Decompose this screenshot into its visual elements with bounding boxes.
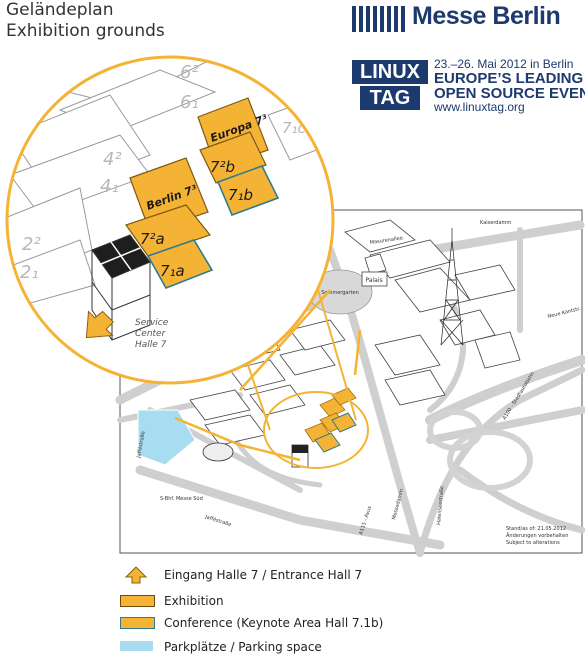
hall-label-2-2: 2² — [22, 234, 41, 255]
legend-parking-label: Parkplätze / Parking space — [164, 640, 322, 654]
hall-label-7-1a: 7₁a — [160, 262, 185, 280]
title-english: Exhibition grounds — [6, 21, 165, 41]
hall-label-2-1: 2₁ — [20, 262, 39, 283]
map-conference-halls — [314, 412, 357, 453]
event-date: 23.–26. Mai 2012 in Berlin — [434, 57, 574, 71]
exhibition-grounds-map: Sommergarten Palais — [5, 55, 585, 557]
zoom-circle-ring — [5, 55, 335, 385]
map-focus-circle — [263, 391, 369, 469]
funkturm-icon — [440, 228, 464, 346]
messe-bars-icon — [352, 6, 408, 32]
stand-note: Stand/as of: 21.05.2012 Änderungen vorbe… — [506, 526, 568, 546]
zoom-connector-lines — [247, 289, 357, 431]
round-building — [202, 442, 234, 462]
linuxtag-logo: LINUX TAG — [352, 60, 428, 110]
legend-entrance-label: Eingang Halle 7 / Entrance Hall 7 — [164, 568, 363, 582]
hall-label-4-1: 4₁ — [100, 176, 119, 197]
parking-swatch — [120, 641, 153, 651]
hall-label-7-2b: 7²b — [210, 158, 235, 176]
messe-berlin-text: Messe Berlin — [412, 2, 561, 30]
palais-label: Palais — [365, 277, 382, 284]
event-tagline-2: OPEN SOURCE EVENT — [434, 85, 585, 102]
hall-label-7-2a: 7²a — [140, 230, 165, 248]
stand-changes: Änderungen vorbehalten — [506, 532, 568, 539]
street-masurenallee: Masurenallee — [369, 235, 403, 246]
street-halensee: Halenseestraße — [436, 486, 445, 526]
street-kaiserdamm: Kaiserdamm — [480, 220, 511, 226]
sommergarten-label: Sommergarten — [321, 290, 359, 296]
label-s-messe-sued: S-Bhf. Messe Süd — [160, 496, 203, 502]
legend-conference-label: Conference (Keynote Area Hall 7.1b) — [164, 616, 384, 630]
service-center-line1: Service — [135, 318, 169, 328]
conference-swatch — [120, 617, 155, 629]
title-german: Geländeplan — [6, 0, 114, 20]
palais — [361, 271, 388, 287]
zoom-conference-halls — [146, 165, 280, 289]
hall-label-6-1: 6₁ — [180, 92, 199, 113]
messe-berlin-logo: Messe Berlin — [352, 2, 582, 36]
map-service-center-roof — [292, 445, 308, 453]
service-center-label: Service Center Halle 7 — [135, 318, 169, 350]
stand-subject: Subject to alterations — [506, 540, 560, 546]
zoom-service-center — [91, 234, 151, 341]
stand-date: Stand/as of: 21.05.2012 — [506, 526, 566, 532]
entrance-arrow-icon — [85, 310, 114, 339]
event-tagline-1: EUROPE’S LEADING — [434, 70, 584, 87]
interchange-loops — [427, 409, 533, 491]
street-jaffe-1: Jafféstraße — [135, 431, 147, 460]
event-info: 23.–26. Mai 2012 in Berlin EUROPE’S LEAD… — [434, 57, 585, 114]
entrance-arrow-legend-icon — [124, 566, 148, 584]
exhibition-swatch — [120, 595, 155, 607]
service-center-line3: Halle 7 — [135, 340, 167, 350]
event-url: www.linuxtag.org — [434, 100, 525, 114]
legend-exhibition-label: Exhibition — [164, 594, 224, 608]
map-title: Geländeplan Exhibition grounds — [6, 0, 165, 42]
parking-area — [137, 409, 196, 466]
service-center-line2: Center — [135, 329, 167, 339]
hall-blocks — [189, 219, 521, 446]
hall-label-4-2: 4² — [103, 149, 122, 170]
walking-routes — [174, 289, 362, 462]
hall-label-6-2: 6² — [180, 62, 199, 83]
linuxtag-logo-top: LINUX — [352, 60, 428, 84]
linuxtag-logo-bottom: TAG — [360, 86, 420, 110]
hall-label-7-1b: 7₁b — [228, 186, 253, 204]
